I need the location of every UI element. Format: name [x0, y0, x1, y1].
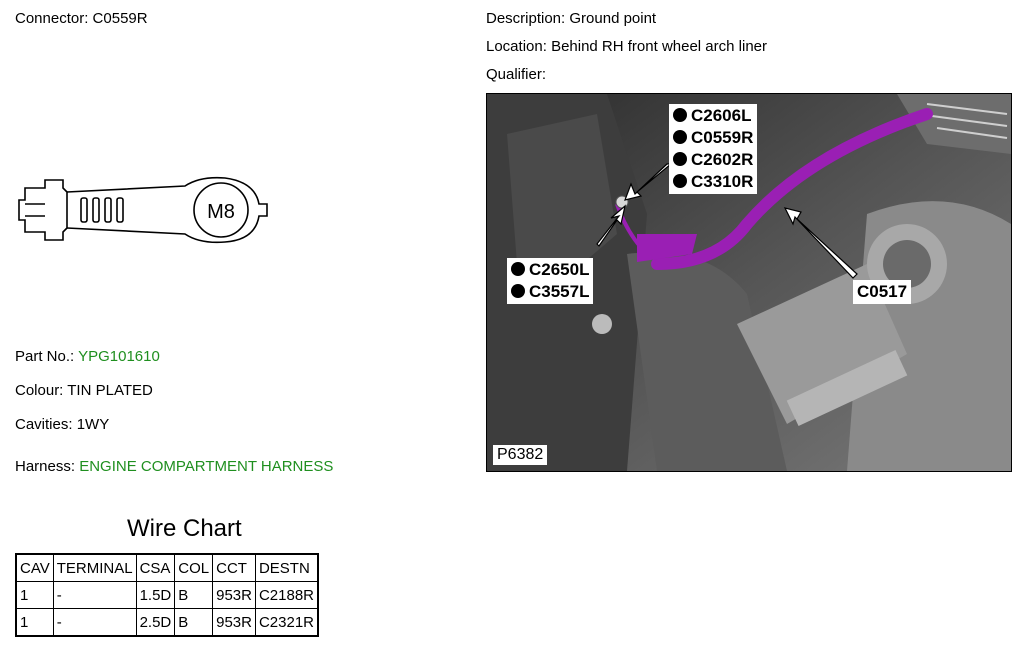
cell-cct: 953R	[212, 608, 256, 637]
wire-chart-title: Wire Chart	[127, 515, 242, 542]
qualifier-label: Qualifier:	[486, 66, 547, 83]
connector-value: C0559R	[92, 10, 148, 27]
callout-label: C2606L	[691, 106, 752, 125]
harness-label: Harness:	[15, 458, 76, 475]
bullet-icon	[673, 174, 687, 188]
bullet-icon	[673, 152, 687, 166]
harness-link[interactable]: ENGINE COMPARTMENT HARNESS	[79, 458, 334, 475]
header-cct: CCT	[212, 553, 256, 582]
table-row: 1 - 1.5D B 953R C2188R	[15, 581, 319, 609]
colour-line: Colour: TIN PLATED	[15, 382, 153, 399]
qualifier-line: Qualifier:	[486, 66, 546, 83]
callout-label: C3557L	[529, 282, 590, 301]
wire-chart-header-row: CAV TERMINAL CSA COL CCT DESTN	[15, 553, 319, 582]
cell-cct: 953R	[212, 581, 256, 609]
location-value: Behind RH front wheel arch liner	[551, 38, 768, 55]
callout-label: C3310R	[691, 172, 754, 191]
callout-group-top: C2606L C0559R C2602R C3310R	[669, 104, 758, 194]
callout-group-left: C2650L C3557L	[507, 258, 594, 304]
bullet-icon	[511, 262, 525, 276]
callout-right: C0517	[853, 280, 912, 304]
cavities-label: Cavities:	[15, 416, 73, 433]
cavities-value: 1WY	[76, 416, 110, 433]
part-no-link[interactable]: YPG101610	[78, 348, 160, 365]
cell-csa: 2.5D	[135, 608, 176, 637]
stud-size-label: M8	[207, 201, 235, 223]
bullet-icon	[673, 108, 687, 122]
location-label: Location:	[486, 38, 547, 55]
colour-value: TIN PLATED	[67, 382, 153, 399]
wire-chart-table: CAV TERMINAL CSA COL CCT DESTN 1 - 1.5D …	[15, 553, 320, 637]
cell-terminal: -	[52, 581, 137, 609]
cell-destn: C2188R	[254, 581, 319, 609]
callout-label: C2650L	[529, 260, 590, 279]
callout-label: C0517	[857, 282, 908, 301]
description-value: Ground point	[569, 10, 657, 27]
cell-cav: 1	[15, 581, 54, 609]
connector-line: Connector: C0559R	[15, 10, 148, 27]
cell-csa: 1.5D	[135, 581, 176, 609]
cell-destn: C2321R	[254, 608, 319, 637]
cell-col: B	[174, 608, 214, 637]
header-destn: DESTN	[254, 553, 319, 582]
connector-label: Connector:	[15, 10, 89, 27]
header-csa: CSA	[135, 553, 176, 582]
callout-label: C2602R	[691, 150, 754, 169]
description-line: Description: Ground point	[486, 10, 656, 27]
location-photo: C2606L C0559R C2602R C3310R C2650L C3557…	[486, 93, 1012, 472]
photo-id-label: P6382	[493, 445, 548, 465]
ring-terminal-drawing: M8	[18, 176, 268, 244]
location-line: Location: Behind RH front wheel arch lin…	[486, 38, 767, 55]
cell-col: B	[174, 581, 214, 609]
part-no-label: Part No.:	[15, 348, 75, 365]
callout-label: C0559R	[691, 128, 754, 147]
header-terminal: TERMINAL	[52, 553, 137, 582]
cell-cav: 1	[15, 608, 54, 637]
header-col: COL	[174, 553, 214, 582]
bullet-icon	[673, 130, 687, 144]
part-no-line: Part No.: YPG101610	[15, 348, 160, 365]
header-cav: CAV	[15, 553, 54, 582]
harness-line: Harness: ENGINE COMPARTMENT HARNESS	[15, 458, 333, 475]
colour-label: Colour:	[15, 382, 64, 399]
cavities-line: Cavities: 1WY	[15, 416, 109, 433]
bullet-icon	[511, 284, 525, 298]
table-row: 1 - 2.5D B 953R C2321R	[15, 608, 319, 637]
description-label: Description:	[486, 10, 566, 27]
cell-terminal: -	[52, 608, 137, 637]
